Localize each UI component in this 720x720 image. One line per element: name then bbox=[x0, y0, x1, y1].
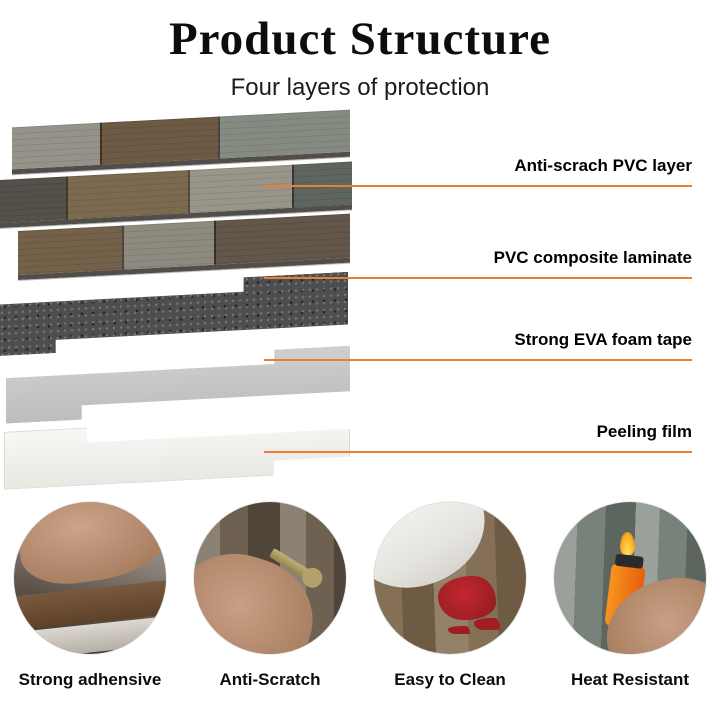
feature-caption: Strong adhensive bbox=[18, 670, 162, 689]
hand-image bbox=[194, 537, 329, 654]
feature-row: Strong adhensive Anti-Scratch Easy to Cl… bbox=[0, 502, 720, 690]
page-subtitle: Four layers of protection bbox=[230, 74, 490, 101]
wood-plank bbox=[12, 122, 100, 170]
layer-diagram: Anti-scrach PVC layer PVC composite lami… bbox=[0, 109, 720, 500]
feature-caption: Heat Resistant bbox=[570, 670, 690, 689]
cleaning-photo bbox=[374, 502, 526, 654]
heat-test-photo bbox=[554, 502, 706, 654]
layer-label-text: PVC composite laminate bbox=[493, 248, 692, 267]
wood-plank bbox=[18, 225, 122, 276]
layer-label-text: Strong EVA foam tape bbox=[514, 330, 692, 349]
feature-anti-scratch: Anti-Scratch bbox=[191, 502, 349, 690]
header: Product Structure Four layers of protect… bbox=[0, 12, 720, 102]
feature-easy-to-clean: Easy to Clean bbox=[371, 502, 529, 690]
layer-label-text: Anti-scrach PVC layer bbox=[514, 156, 692, 175]
layer-label-anti-scratch-pvc: Anti-scrach PVC layer bbox=[264, 156, 692, 187]
adhesive-photo bbox=[14, 502, 166, 654]
wood-plank bbox=[218, 109, 350, 159]
flame-icon bbox=[620, 532, 635, 556]
wood-plank bbox=[122, 220, 214, 270]
red-stain bbox=[438, 576, 496, 620]
layer-label-peeling-film: Peeling film bbox=[264, 422, 692, 453]
layer-label-eva-foam: Strong EVA foam tape bbox=[264, 330, 692, 361]
layer-label-pvc-composite: PVC composite laminate bbox=[264, 248, 692, 279]
hand-image bbox=[14, 502, 166, 591]
feature-caption: Anti-Scratch bbox=[219, 670, 321, 689]
wood-plank bbox=[0, 176, 66, 223]
feature-heat-resistant: Heat Resistant bbox=[551, 502, 709, 690]
wood-plank bbox=[100, 116, 218, 165]
page-title: Product Structure bbox=[168, 13, 552, 65]
wood-plank bbox=[66, 170, 188, 220]
feature-caption: Easy to Clean bbox=[394, 670, 506, 689]
scratch-test-photo bbox=[194, 502, 346, 654]
feature-strong-adhesive: Strong adhensive bbox=[11, 502, 169, 690]
layer-label-text: Peeling film bbox=[596, 422, 692, 441]
